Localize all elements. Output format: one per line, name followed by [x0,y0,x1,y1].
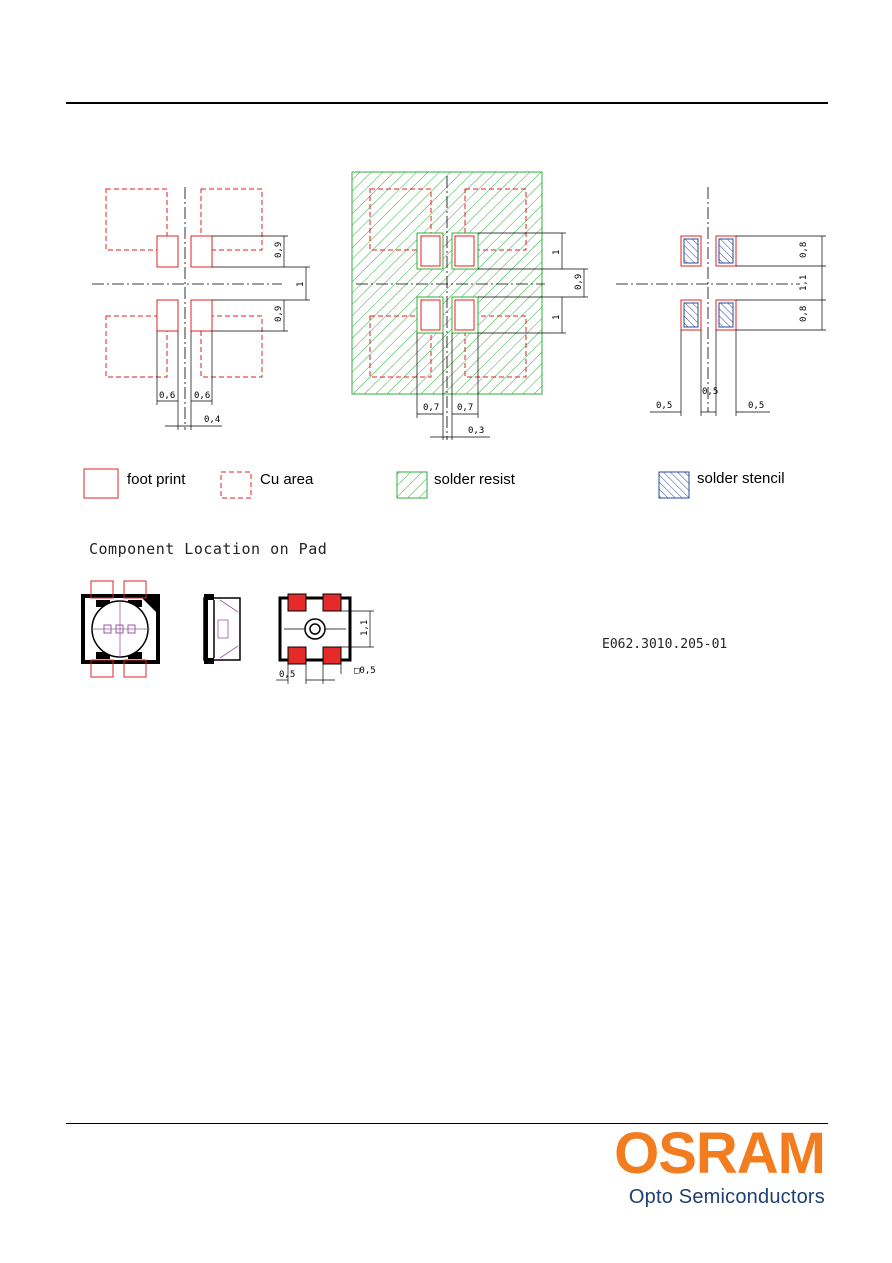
dim-st-1: 0,8 [799,242,809,258]
cu-area-tl [105,188,168,251]
legend-cu-area: Cu area [260,471,314,488]
stencil-diagram: 0,8 1,1 0,8 0,5 0,5 0,5 [616,187,826,416]
dim-sr-2: 0,9 [574,274,584,290]
cu-area-bl [105,315,168,378]
dim-fp-5: 0,6 [194,391,210,401]
dim-sr-6: 0,3 [468,426,484,436]
brand-subtitle: Opto Semiconductors [628,1186,825,1208]
legend-swatch-foot-print [83,468,119,499]
component-side-view [203,594,241,664]
stencil-opening-tr [718,238,734,264]
legend-solder-resist: solder resist [434,471,515,488]
legend-swatch-cu-area [220,471,252,499]
dim-st-3: 0,8 [799,306,809,322]
footprint-pad-br [190,299,213,332]
document-id: E062.3010.205-01 [602,637,728,652]
dim-sr-3: 1 [552,315,562,320]
solder-resist-diagram: 1 0,9 1 0,7 0,7 0,3 [351,171,588,440]
brand-name: OSRAM [614,1121,826,1186]
cu-area-br [200,315,263,378]
dim-st-2: 1,1 [799,275,809,291]
dim-st-5: 0,5 [702,387,718,397]
top-rule [66,102,828,104]
legend-foot-print: foot print [127,471,186,488]
footprint-pad-bl [156,299,179,332]
dim-fp-1: 0,9 [274,242,284,258]
stencil-opening-br [718,302,734,328]
dim-sr-1: 1 [552,250,562,255]
drawing-canvas: 0,9 1 0,9 0,6 0,6 0,4 [81,171,826,684]
component-location-caption: Component Location on Pad [89,540,328,558]
legend-solder-stencil: solder stencil [697,470,785,487]
dim-fp-6: 0,4 [204,415,220,425]
dim-cmp-3: □0,5 [354,666,376,676]
osram-logo: OSRAM Opto Semiconductors [599,1121,826,1209]
dim-st-4: 0,5 [656,401,672,411]
dim-st-6: 0,5 [748,401,764,411]
footprint-pad-tr [190,235,213,268]
dim-sr-5: 0,7 [457,403,473,413]
dim-fp-2: 1 [296,282,306,287]
stencil-opening-tl [683,238,699,264]
dim-cmp-1: 1,1 [360,620,370,636]
footprint-pad-tl [156,235,179,268]
legend-swatch-solder-stencil [658,471,690,499]
dim-cmp-2: 0,5 [279,670,295,680]
stencil-opening-bl [683,302,699,328]
dim-fp-4: 0,6 [159,391,175,401]
dim-sr-4: 0,7 [423,403,439,413]
dim-fp-3: 0,9 [274,306,284,322]
bottom-rule [66,1123,828,1124]
cu-area-tr [200,188,263,251]
legend-swatch-solder-resist [396,471,428,499]
footprint-diagram: 0,9 1 0,9 0,6 0,6 0,4 [92,187,310,430]
component-pad-layout: 1,1 0,5 □0,5 [276,593,376,684]
component-top-view [81,580,160,678]
